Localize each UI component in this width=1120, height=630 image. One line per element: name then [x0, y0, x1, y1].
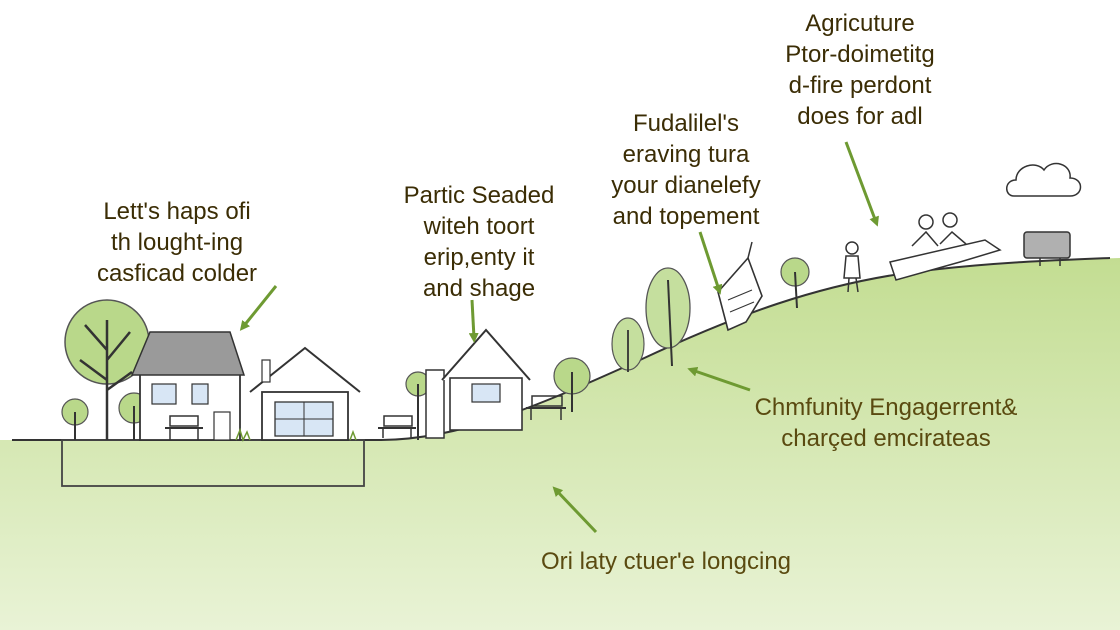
tree-icon — [780, 257, 810, 309]
label-upper-line-4: and topement — [612, 203, 760, 230]
arrow-right — [687, 366, 751, 392]
label-top-line-4: does for adl — [797, 103, 923, 130]
tree-icon — [64, 299, 150, 440]
arrow-left — [239, 285, 278, 331]
grass — [349, 429, 357, 441]
label-right: Chmfunity Engagerrent& charçed emciratea… — [736, 392, 1036, 454]
bench-icon — [378, 415, 416, 438]
tree-icon — [611, 317, 645, 372]
label-bottom-line-1: Ori laty ctuer'e longcing — [540, 548, 792, 575]
label-upper-line-2: eraving tura — [622, 141, 750, 168]
house-icon — [249, 346, 361, 441]
cloud-icon — [1006, 162, 1082, 197]
label-top-line-2: Ptor-doimetitg — [785, 41, 935, 68]
person-icon — [843, 241, 861, 293]
arrow-bottom — [552, 486, 598, 534]
label-right-line-2: charçed emcirateas — [781, 425, 991, 452]
label-middle-line-1: Partic Seaded — [403, 182, 555, 209]
label-top: Agricuture Ptor-doimetitg d-fire perdont… — [770, 8, 950, 132]
truck-icon — [1023, 231, 1071, 266]
label-top-line-1: Agricuture — [805, 10, 915, 37]
label-top-line-3: d-fire perdont — [788, 72, 932, 99]
house-icon — [130, 331, 246, 441]
arrow-top — [844, 141, 879, 227]
grass — [235, 427, 251, 443]
label-right-line-1: Chmfunity Engagerrent& — [754, 394, 1018, 421]
hill — [0, 258, 1120, 630]
boat-icon — [889, 212, 1002, 281]
label-middle-line-2: witeh toort — [423, 213, 535, 240]
house-icon — [425, 328, 531, 439]
label-upper: Fudalilel's eraving tura your dianelefy … — [596, 108, 776, 232]
label-bottom: Ori laty ctuer'e longcing — [516, 546, 816, 577]
tree-icon — [645, 267, 691, 367]
label-middle-line-3: erip,enty it — [423, 244, 535, 271]
label-middle-line-4: and shage — [422, 275, 536, 302]
tree-icon — [553, 357, 591, 412]
label-upper-line-1: Fudalilel's — [633, 110, 739, 137]
tree-icon — [61, 398, 89, 440]
label-middle: Partic Seaded witeh toort erip,enty it a… — [384, 180, 574, 304]
bench-icon — [165, 415, 203, 440]
label-upper-line-3: your dianelefy — [611, 172, 761, 199]
arrow-upper — [698, 231, 723, 295]
bench-icon — [526, 395, 566, 420]
windmill-icon — [717, 241, 763, 332]
arrow-middle — [468, 299, 479, 343]
label-left-line-2: th lought-ing — [110, 229, 244, 256]
label-left-line-1: Lett's haps ofi — [103, 198, 251, 225]
label-left: Lett's haps ofi th lought-ing casficad c… — [72, 196, 282, 289]
label-left-line-3: casficad colder — [96, 260, 258, 287]
